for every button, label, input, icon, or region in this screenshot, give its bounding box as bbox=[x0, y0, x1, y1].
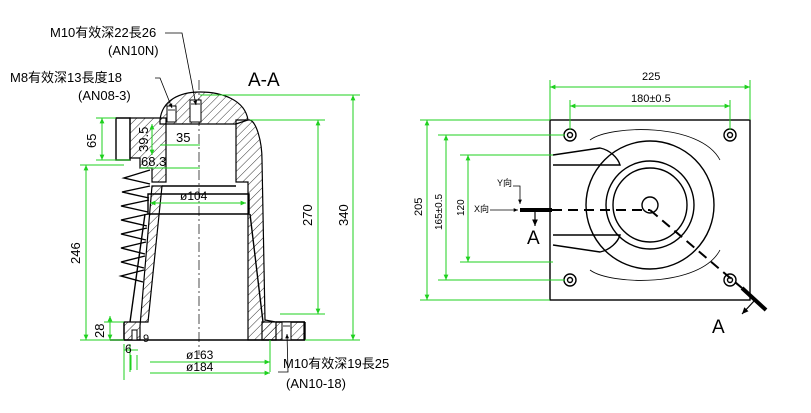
section-line bbox=[520, 208, 768, 315]
section-dimensions bbox=[80, 94, 360, 380]
axis-markers bbox=[490, 185, 522, 212]
dome-top-section bbox=[159, 91, 249, 125]
insulator-sheds bbox=[118, 169, 151, 283]
section-mark-a-right: A bbox=[712, 317, 725, 338]
x-direction-label: X向 bbox=[474, 203, 489, 214]
dim-165: 165±0.5 bbox=[434, 193, 445, 230]
dim-35: 35 bbox=[176, 130, 190, 145]
dim-39-5: 39.5 bbox=[136, 127, 151, 152]
section-title: A-A bbox=[248, 70, 280, 91]
center-hole bbox=[641, 196, 659, 214]
callout-m8-line2: (AN08-3) bbox=[78, 88, 131, 103]
dim-104: ø104 bbox=[180, 189, 208, 203]
outer-body-circle bbox=[585, 140, 715, 270]
dim-340: 340 bbox=[336, 204, 351, 226]
dim-120: 120 bbox=[456, 199, 467, 216]
callout-m8-line1: M8有效深13長度18 bbox=[10, 70, 122, 85]
plan-dimensions bbox=[420, 80, 751, 301]
side-boss-bottom bbox=[552, 234, 621, 253]
bottom-bolt-hole bbox=[281, 321, 292, 341]
left-wall-section bbox=[123, 185, 163, 341]
callout-m10-bottom-line2: (AN10-18) bbox=[286, 376, 346, 391]
dim-6: 6 bbox=[125, 342, 132, 356]
dim-184: ø184 bbox=[186, 360, 214, 374]
dim-270: 270 bbox=[300, 204, 315, 226]
dim-9: 9 bbox=[143, 333, 149, 345]
y-direction-label: Y向 bbox=[497, 177, 512, 188]
dim-246: 246 bbox=[68, 242, 83, 264]
callout-m10-top-line1: M10有效深22長26 bbox=[50, 25, 156, 40]
bottom-left-hole bbox=[131, 329, 138, 341]
dim-65: 65 bbox=[84, 134, 99, 148]
callout-m10-bottom-line1: M10有效深19長25 bbox=[283, 356, 389, 371]
inner-body-circle bbox=[605, 160, 695, 250]
dim-225: 225 bbox=[642, 71, 660, 83]
dim-163: ø163 bbox=[186, 348, 214, 362]
callout-leaders bbox=[155, 32, 290, 373]
dim-205: 205 bbox=[413, 198, 425, 216]
bore-circle bbox=[612, 167, 688, 243]
dim-180: 180±0.5 bbox=[631, 93, 671, 105]
section-view: M10有效深22長26 (AN10N) M8有效深13長度18 (AN08-3)… bbox=[10, 25, 389, 391]
side-boss bbox=[115, 117, 131, 161]
plan-view: 225 180±0.5 205 165±0.5 120 Y向 X向 A A bbox=[413, 71, 768, 338]
inner-ring bbox=[147, 193, 250, 215]
mounting-holes bbox=[563, 128, 737, 287]
dim-68-3: 68.3 bbox=[141, 154, 166, 169]
dim-28: 28 bbox=[92, 324, 107, 338]
callout-m10-top-line2: (AN10N) bbox=[108, 43, 159, 58]
side-boss-top bbox=[552, 147, 621, 166]
section-mark-a-left: A bbox=[527, 228, 540, 249]
right-wall-section bbox=[235, 119, 277, 341]
